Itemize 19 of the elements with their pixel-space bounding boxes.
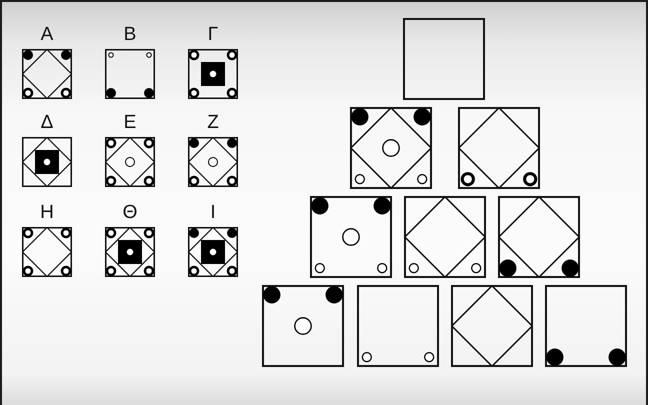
pattern-tile xyxy=(545,285,627,367)
pattern-tile xyxy=(262,285,344,367)
option-letter: Α xyxy=(40,25,54,44)
option-letter: Γ xyxy=(208,25,218,44)
option-letter: Β xyxy=(124,25,136,44)
pattern-tile xyxy=(310,196,392,278)
pattern-tile xyxy=(498,196,580,278)
pattern-tile xyxy=(404,196,486,278)
option-letter: Ι xyxy=(210,203,216,222)
pattern-tile xyxy=(357,285,439,367)
blank-tile xyxy=(403,18,485,100)
option-letter: Δ xyxy=(40,113,54,132)
pattern-tile xyxy=(458,107,540,189)
pattern-tile xyxy=(350,107,432,189)
option-letter: Θ xyxy=(122,203,138,222)
option-letter: Ζ xyxy=(207,113,219,132)
option-letter: Ε xyxy=(124,113,136,132)
pattern-tile xyxy=(451,285,533,367)
option-letter: Η xyxy=(40,203,54,222)
